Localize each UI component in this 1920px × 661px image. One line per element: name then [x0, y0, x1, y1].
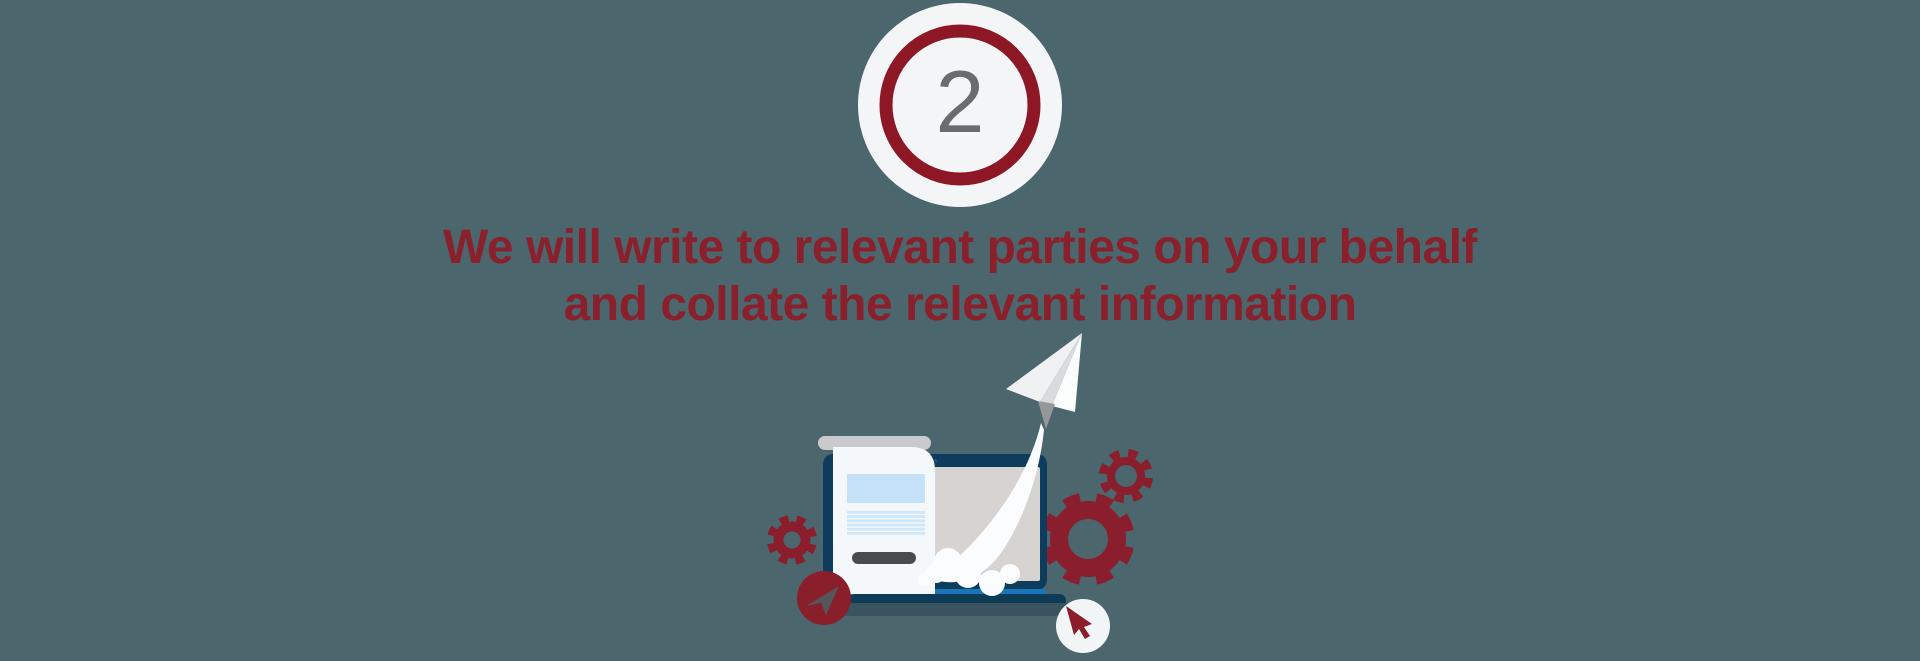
send-arrow-icon: [806, 586, 839, 615]
document-text-lines: [847, 511, 925, 535]
document-button-pill: [852, 552, 916, 564]
gear-icon-small: [1099, 449, 1153, 503]
laptop-base-highlight: [856, 589, 1046, 596]
send-arrow-cursor-badge: [797, 571, 851, 625]
paper-plane-icon: [1006, 333, 1082, 429]
pointer-cursor-badge: [1056, 599, 1110, 653]
headline-line-2: and collate the relevant information: [563, 278, 1357, 331]
illustration-svg: [767, 333, 1153, 653]
step-badge: 2: [858, 3, 1062, 207]
gear-icon-large: [1041, 492, 1135, 586]
launch-trail-swoosh: [930, 423, 1044, 583]
document-fold: [818, 436, 931, 450]
step-number: 2: [935, 52, 985, 151]
headline-line-1: We will write to relevant parties on you…: [442, 221, 1478, 274]
headline: We will write to relevant parties on you…: [0, 219, 1920, 333]
launch-cloud-icon: [918, 548, 1020, 596]
document-image-placeholder: [847, 474, 925, 503]
laptop-shadow-bar: [838, 603, 1092, 616]
launch-trail-icon: [918, 423, 1044, 596]
letter-document-icon: [818, 436, 935, 594]
gear-icon-left: [767, 515, 817, 565]
pointer-cursor-icon: [1066, 606, 1092, 639]
